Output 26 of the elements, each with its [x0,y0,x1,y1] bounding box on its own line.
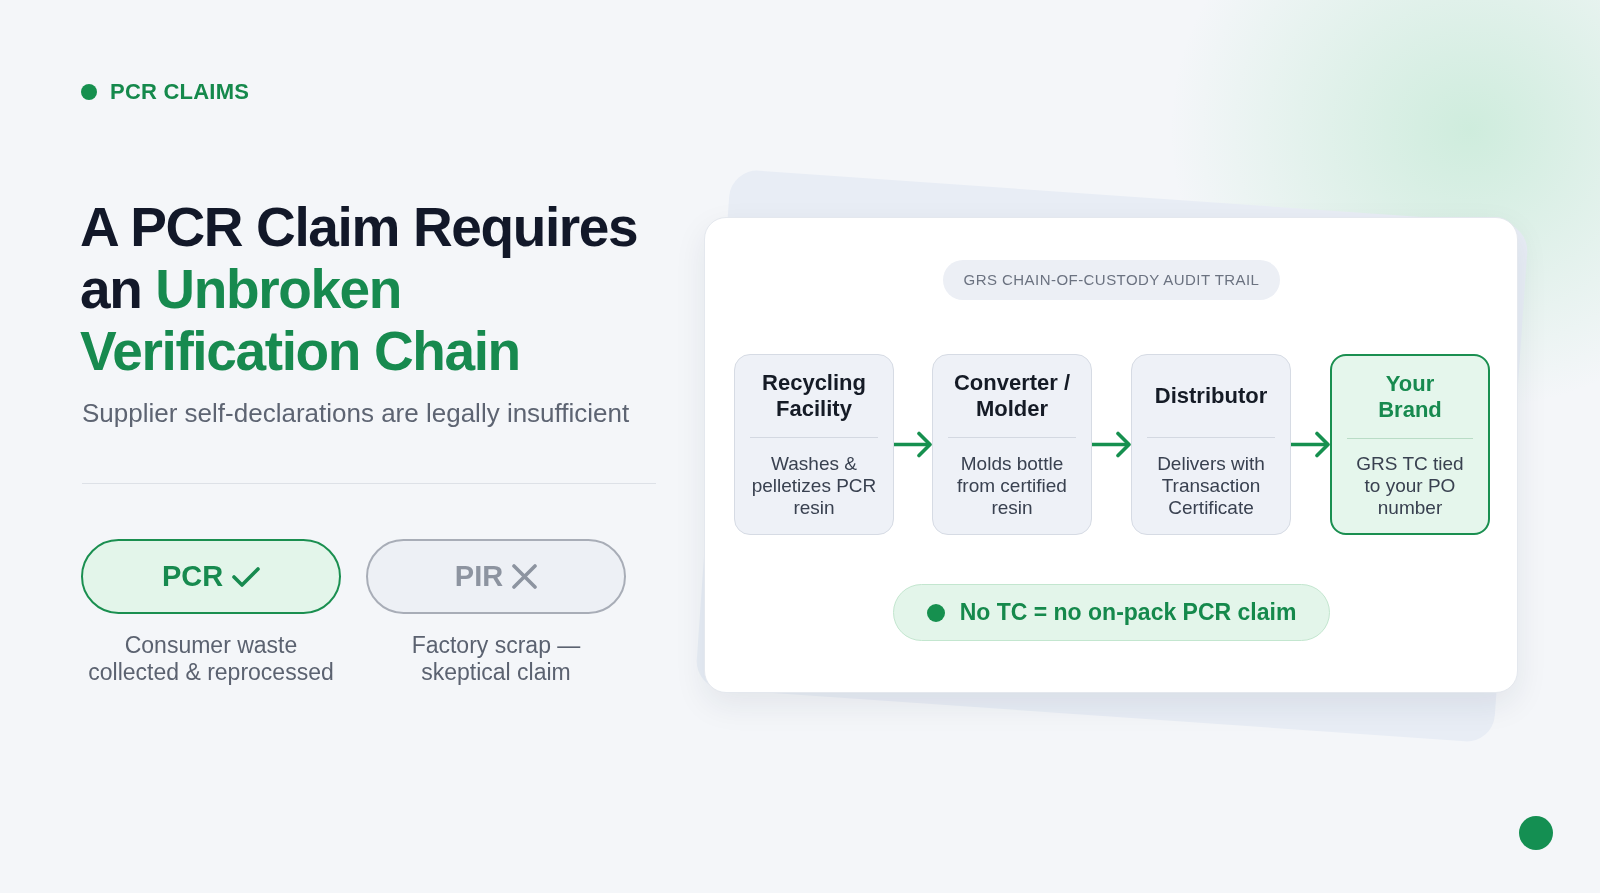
pill-caption: Factory scrap — skeptical claim [410,632,582,686]
subtitle: Supplier self-declarations are legally insufficient [82,397,630,429]
step-card [932,354,1092,535]
step-card [1330,354,1490,535]
arrow [1092,431,1131,458]
pill-caption: Consumer waste collected & reprocessed [87,632,335,686]
step-title: Converter / Molder [953,370,1071,422]
step-description: Delivers with Transaction Certificate [1156,453,1266,519]
panel-card [704,217,1518,693]
step-description: Molds bottle from certified resin [956,453,1068,519]
step-card [734,354,894,535]
step-description: Washes & pelletizes PCR resin [750,453,878,519]
step-title: Recycling Facility [761,370,867,422]
eyebrow-label: PCR CLAIMS [110,79,250,105]
pill-label: PCR [161,562,224,591]
pill-label: PIR [454,562,504,591]
headline: A PCR Claim Requires an Unbroken Verification Chain [80,196,639,382]
note-pill [893,584,1330,641]
tag-pill: GRS CHAIN-OF-CUSTODY AUDIT TRAIL [943,260,1280,300]
step-card [1131,354,1291,535]
step-description: GRS TC tied to your PO number [1355,453,1465,519]
step-title: Your Brand [1377,371,1443,423]
arrow [1291,431,1330,458]
step-title: Distributor [1153,383,1269,409]
arrow [894,431,932,458]
note-text: No TC = no on-pack PCR claim [959,601,1297,624]
